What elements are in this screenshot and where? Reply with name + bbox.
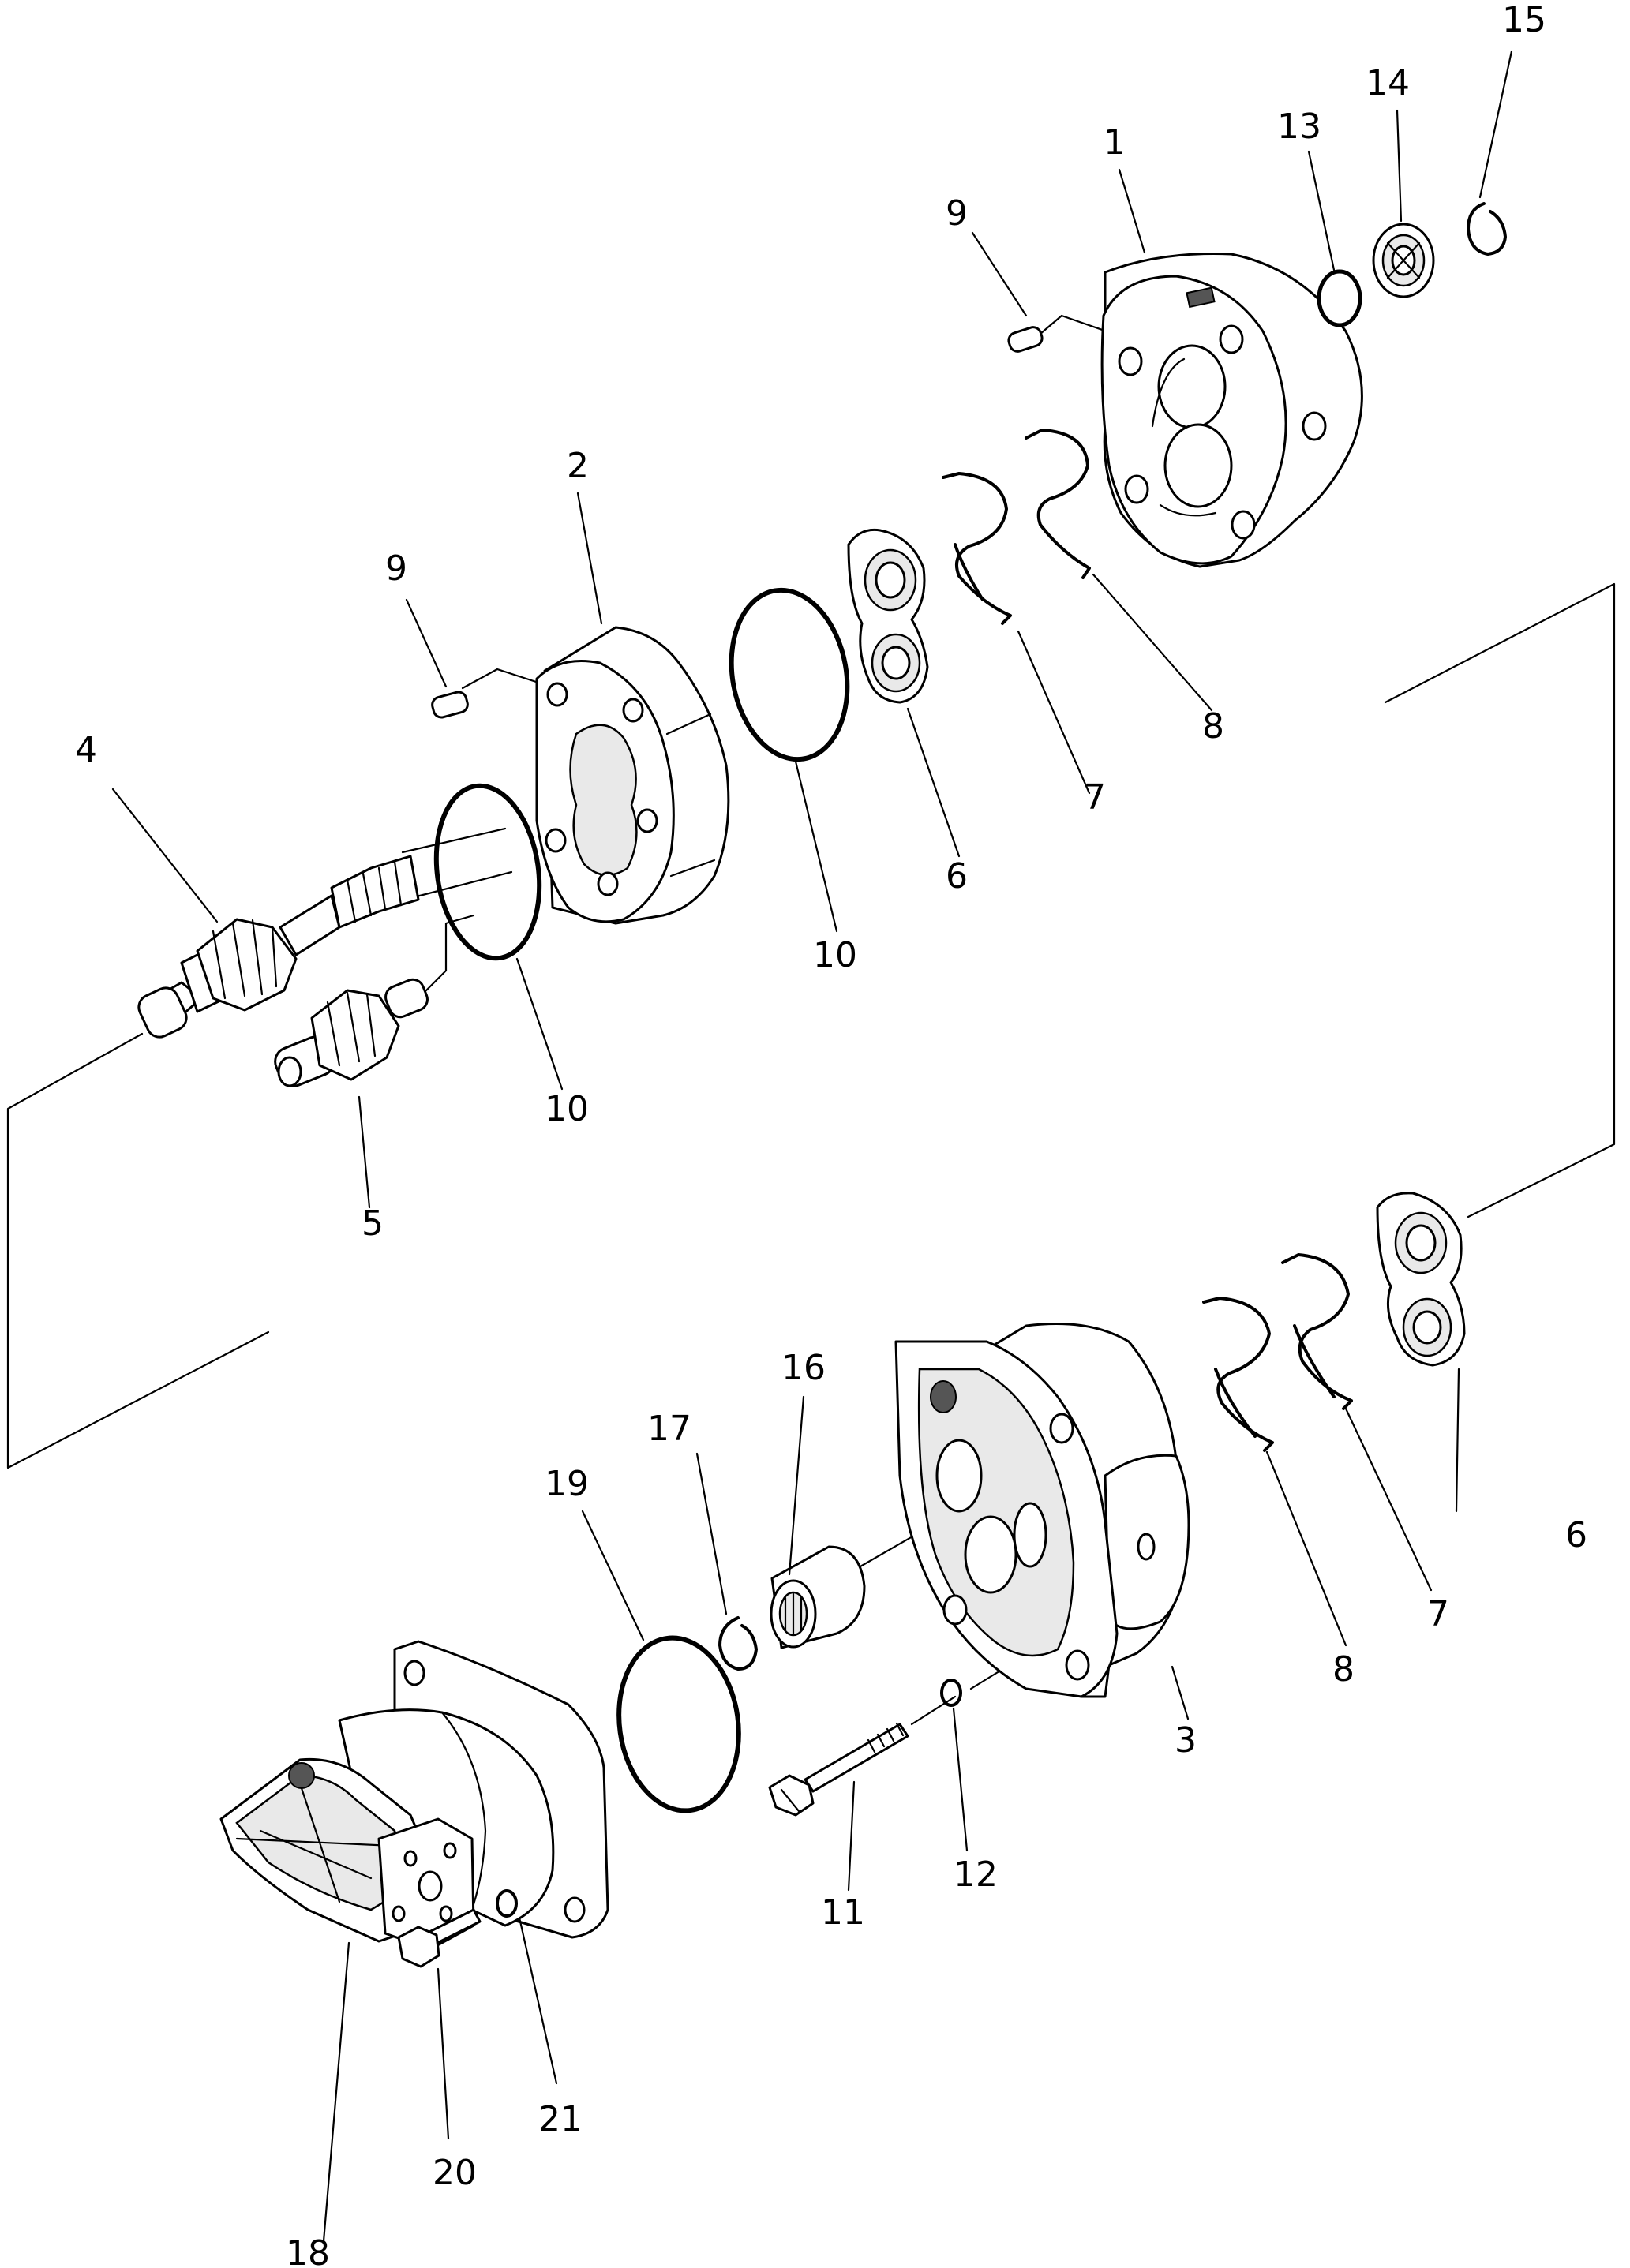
label-part-6-upper: 6 xyxy=(946,856,968,896)
o-ring-part-19 xyxy=(616,1635,741,1813)
label-part-8-upper: 8 xyxy=(1202,706,1224,747)
backup-ring-part-8-lower xyxy=(1202,1297,1274,1452)
label-part-4: 4 xyxy=(75,730,97,770)
label-part-10-lower: 10 xyxy=(545,1089,589,1129)
label-part-20: 20 xyxy=(433,2153,477,2193)
backup-ring-part-7-upper xyxy=(942,472,1012,625)
pump-body-part-18 xyxy=(219,1640,609,1951)
snap-ring-part-15 xyxy=(1467,202,1507,256)
gear-housing-part-2 xyxy=(535,626,730,925)
label-part-18: 18 xyxy=(286,2233,330,2268)
o-ring-part-10-lower xyxy=(433,783,542,961)
snap-ring-part-17 xyxy=(718,1616,758,1671)
label-part-2: 2 xyxy=(567,446,589,486)
washer-part-12 xyxy=(940,1679,962,1707)
leader-lines xyxy=(111,50,1513,2243)
pressure-plate-part-6-lower xyxy=(1376,1192,1466,1367)
backup-ring-part-8-upper xyxy=(1025,429,1091,579)
label-part-19: 19 xyxy=(545,1464,589,1504)
label-part-10-upper: 10 xyxy=(813,935,857,975)
label-part-21: 21 xyxy=(538,2099,583,2139)
assembly-lines xyxy=(6,314,1616,1899)
label-part-14: 14 xyxy=(1366,63,1410,103)
label-part-3: 3 xyxy=(1175,1720,1197,1761)
oil-seal-part-14 xyxy=(1372,223,1435,298)
label-part-17: 17 xyxy=(647,1409,691,1449)
label-part-8-lower: 8 xyxy=(1332,1649,1355,1690)
driven-gear-part-5 xyxy=(274,978,429,1087)
label-part-9-upper: 9 xyxy=(946,193,968,234)
label-part-11: 11 xyxy=(821,1892,865,1933)
washer-part-21 xyxy=(496,1889,518,1918)
label-part-6-lower: 6 xyxy=(1565,1515,1587,1555)
pump-body-part-3 xyxy=(894,1323,1190,1698)
label-part-16: 16 xyxy=(781,1348,826,1388)
label-part-12: 12 xyxy=(954,1854,998,1895)
bolt-part-20 xyxy=(397,1908,482,1968)
o-ring-part-10-upper xyxy=(729,587,850,762)
drive-gear-part-4 xyxy=(137,855,420,1039)
label-part-13: 13 xyxy=(1277,107,1321,147)
label-part-9-lower: 9 xyxy=(385,548,407,589)
label-part-7-lower: 7 xyxy=(1427,1594,1449,1634)
label-part-5: 5 xyxy=(362,1203,384,1244)
label-part-7-upper: 7 xyxy=(1084,777,1106,818)
bolt-part-11 xyxy=(768,1722,909,1817)
label-part-1: 1 xyxy=(1104,122,1126,163)
pressure-plate-part-6-upper xyxy=(847,528,929,704)
pump-cover-part-1 xyxy=(1100,253,1363,568)
bearing-part-16 xyxy=(770,1545,866,1649)
dowel-pin-part-9-lower xyxy=(431,691,469,719)
backup-ring-part-7-lower xyxy=(1281,1253,1353,1410)
label-part-15: 15 xyxy=(1502,0,1546,40)
part-number-labels: 1 2 3 4 5 6 6 7 7 8 8 9 9 10 10 11 12 13… xyxy=(75,0,1587,2268)
dowel-pin-part-9-upper xyxy=(1007,326,1044,353)
snap-ring-part-13 xyxy=(1317,269,1362,327)
